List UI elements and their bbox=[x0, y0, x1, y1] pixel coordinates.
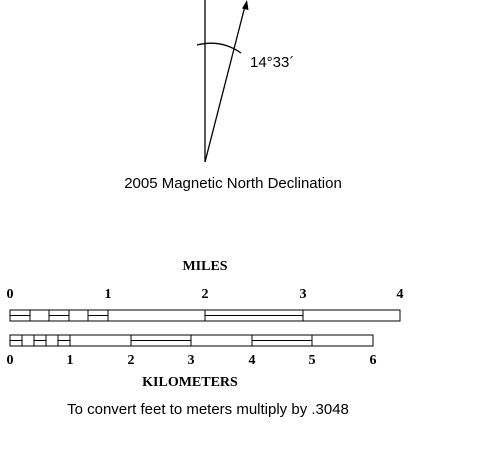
miles-scale-bar bbox=[9, 309, 401, 322]
declination-angle-arc bbox=[196, 42, 242, 54]
kilometers-scale-title: KILOMETERS bbox=[142, 375, 238, 390]
miles-scale-title: MILES bbox=[182, 259, 227, 274]
kilometers-tick-label: 3 bbox=[188, 353, 195, 368]
miles-tick-label: 4 bbox=[397, 287, 404, 302]
magnetic-north-arrowhead bbox=[242, 0, 249, 10]
kilometers-scale-bar bbox=[9, 334, 374, 347]
miles-tick-label: 1 bbox=[105, 287, 112, 302]
miles-tick-label: 3 bbox=[300, 287, 307, 302]
kilometers-tick-label: 1 bbox=[67, 353, 74, 368]
miles-tick-label: 2 bbox=[202, 287, 209, 302]
kilometers-tick-labels: 0 1 2 3 4 5 6 bbox=[7, 353, 377, 368]
kilometers-tick-label: 2 bbox=[128, 353, 135, 368]
kilometers-tick-label: 6 bbox=[370, 353, 377, 368]
conversion-note: To convert feet to meters multiply by .3… bbox=[67, 401, 349, 418]
declination-angle-label: 14°33´ bbox=[250, 54, 294, 71]
declination-diagram bbox=[196, 0, 249, 163]
declination-caption: 2005 Magnetic North Declination bbox=[124, 175, 342, 192]
kilometers-tick-label: 5 bbox=[309, 353, 316, 368]
miles-tick-label: 0 bbox=[7, 287, 14, 302]
magnetic-north-line bbox=[204, 5, 246, 163]
miles-tick-labels: 0 1 2 3 4 bbox=[7, 287, 404, 302]
kilometers-tick-label: 0 bbox=[7, 353, 14, 368]
kilometers-tick-label: 4 bbox=[249, 353, 256, 368]
